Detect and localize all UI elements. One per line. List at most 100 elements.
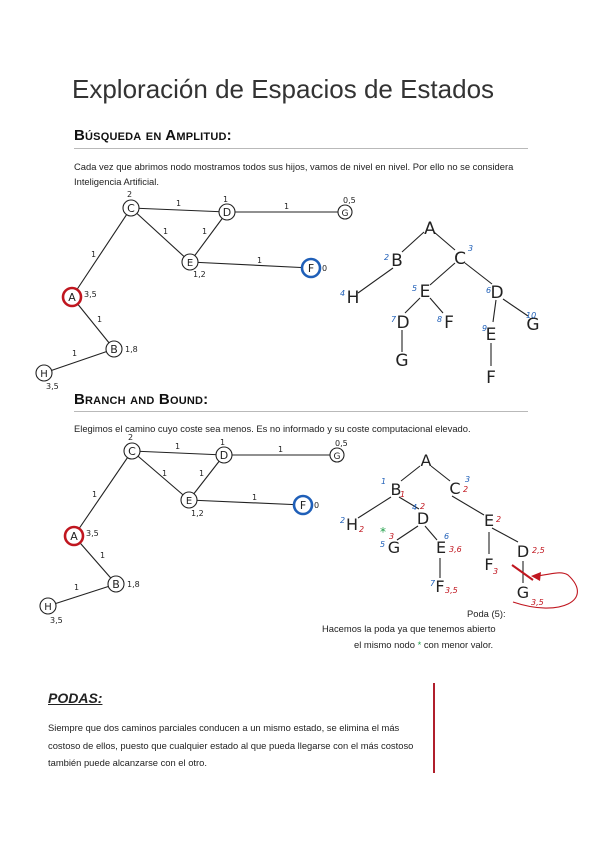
graph2-weight-ef: 1	[252, 493, 257, 502]
tree2-node-b: B	[391, 480, 402, 499]
svg-text:C: C	[127, 202, 135, 215]
tree2-edge	[396, 525, 419, 541]
tree1-edge	[357, 267, 394, 294]
tree2-cost-g: 3	[389, 532, 394, 541]
graph1-node-g: G	[337, 204, 353, 220]
svg-text:B: B	[110, 343, 118, 356]
graph1-weight-de: 1	[202, 227, 207, 236]
graph1-value-f: 0	[322, 264, 327, 273]
graph1-value-h: 3,5	[46, 382, 59, 391]
svg-text:D: D	[223, 206, 231, 219]
graph2-value-f: 0	[314, 501, 319, 510]
tree1-node-c: C	[454, 249, 466, 269]
tree2-node-c: C	[449, 479, 460, 498]
tree1-order-e: 5	[412, 284, 417, 293]
graph2-node-e: E	[180, 491, 198, 509]
poda-label: Poda (5):	[467, 608, 506, 619]
svg-text:B: B	[112, 578, 120, 591]
tree1-order-d1: 7	[391, 315, 397, 324]
tree2-node-e1: E	[436, 538, 446, 557]
svg-text:H: H	[44, 602, 52, 613]
graph1-edge-ef	[189, 261, 312, 269]
tree1-node-e: E	[420, 282, 431, 302]
tree2-order-b: 1	[381, 477, 386, 486]
tree2-node-h: H	[346, 515, 358, 534]
tree2-cost-d2: 2,5	[532, 546, 545, 555]
tree1-node-h: H	[347, 288, 360, 308]
graph2-value-g: 0,5	[335, 439, 348, 448]
tree2-order-c: 3	[465, 475, 470, 484]
graph1-node-b: B	[105, 340, 123, 358]
tree2-cost-h: 2	[359, 525, 364, 534]
section-text-podas: Siempre que dos caminos parciales conduc…	[48, 722, 414, 768]
tree1-node-e2: E	[486, 325, 497, 345]
tree1-edge	[401, 231, 425, 253]
tree2-cost-c: 2	[463, 485, 468, 494]
tree1-order-f1: 8	[437, 315, 442, 324]
tree2-cost-f2: 3	[493, 567, 498, 576]
graph2-node-a: A	[63, 525, 85, 547]
tree2-edge	[398, 496, 420, 510]
svg-text:H: H	[40, 369, 48, 380]
graph2-edge-ab	[73, 535, 117, 585]
section-text-branch-bound: Elegimos el camino cuyo coste sea menos.…	[74, 423, 471, 434]
tree1-node-b: B	[391, 251, 403, 271]
graph2-value-h: 3,5	[50, 616, 63, 625]
tree2-edge	[400, 465, 421, 482]
graph2-node-h: H	[39, 597, 57, 615]
prune-cut-mark	[511, 564, 534, 581]
tree1-edge	[464, 262, 493, 285]
tree2-cost-b: 1	[400, 490, 405, 499]
graph2-value-e: 1,2	[191, 509, 204, 518]
graph1-weight-cd: 1	[176, 199, 181, 208]
tree2-order-d: 4	[412, 503, 417, 512]
svg-text:C: C	[128, 445, 136, 458]
graph1-node-e: E	[181, 253, 199, 271]
poda-star: *	[417, 639, 422, 650]
svg-text:A: A	[70, 530, 78, 543]
graph2-weight-ce: 1	[162, 469, 167, 478]
graph2-weight-de: 1	[199, 469, 204, 478]
graph1-value-b: 1,8	[125, 345, 138, 354]
graph2-weight-ca: 1	[92, 490, 97, 499]
tree2-node-g: G	[388, 538, 400, 557]
graph1-weight-ab: 1	[97, 315, 102, 324]
section-rule	[74, 148, 528, 149]
graph1-weight-ca: 1	[91, 250, 96, 259]
tree2-node-d: D	[417, 509, 429, 528]
svg-text:E: E	[187, 258, 193, 269]
graph2-edge-de	[188, 454, 225, 501]
graph1-value-a: 3,5	[84, 290, 97, 299]
graph2-edge-ce	[131, 450, 190, 501]
tree2-node-d2: D	[517, 542, 529, 561]
graph1-edge-ce	[130, 207, 191, 263]
tree2-edge	[451, 495, 485, 516]
tree1-node-f1: F	[444, 313, 454, 333]
tree1-edge	[404, 297, 421, 314]
graph2-value-b: 1,8	[127, 580, 140, 589]
graph2-edge-ca	[73, 450, 133, 537]
tree2-order-e1: 6	[444, 532, 449, 541]
tree1-order-h: 4	[340, 289, 345, 298]
tree2-node-g2: G	[517, 583, 529, 602]
tree2-edge	[357, 496, 392, 519]
graph2-node-b: B	[107, 575, 125, 593]
tree1-order-b: 2	[384, 253, 389, 262]
graph1-node-a: A	[61, 286, 83, 308]
tree1-edge	[429, 297, 444, 314]
tree1-edge	[429, 262, 456, 286]
graph2-value-a: 3,5	[86, 529, 99, 538]
tree2-node-e2: E	[484, 511, 494, 530]
prune-arrow	[512, 572, 578, 609]
graph2-weight-dg: 1	[278, 445, 283, 454]
tree1-edge	[502, 298, 529, 317]
graph1-edge-bh	[43, 348, 115, 374]
graph2-node-c: C	[123, 442, 141, 460]
prune-arrow-head	[531, 572, 541, 581]
tree1-node-g2: G	[526, 315, 539, 335]
tree1-edge	[433, 231, 456, 251]
tree2-order-f1: 7	[430, 579, 436, 588]
graph1-value-g: 0,5	[343, 196, 356, 205]
graph1-weight-ef: 1	[257, 256, 262, 265]
